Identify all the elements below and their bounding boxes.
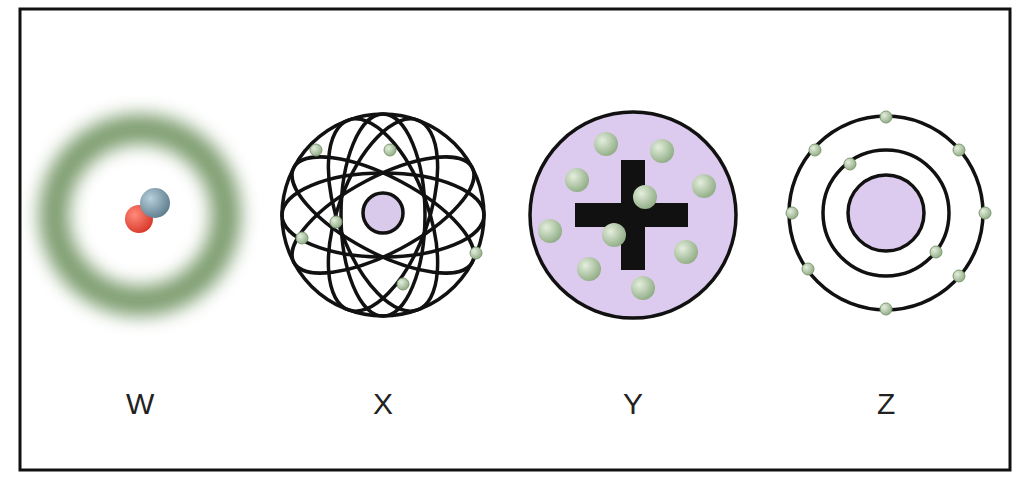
electron	[296, 144, 482, 290]
quantum-model	[54, 129, 226, 301]
model-label: Z	[877, 389, 895, 419]
model-label: Y	[623, 389, 643, 419]
orbital-model	[276, 105, 490, 326]
bohr-model	[786, 111, 991, 315]
plum-pudding-model	[530, 112, 736, 318]
model-label: W	[126, 389, 154, 419]
frame	[20, 9, 1010, 470]
model-label: X	[373, 389, 393, 419]
